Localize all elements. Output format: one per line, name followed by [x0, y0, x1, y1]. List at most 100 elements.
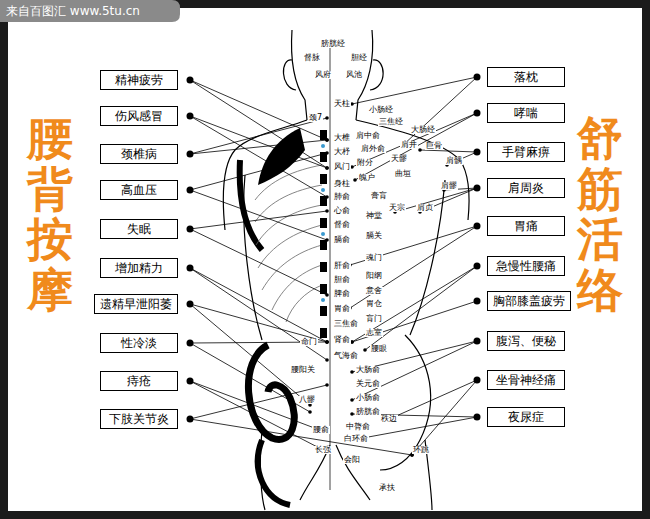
symptom-box: 肩周炎: [487, 178, 565, 198]
acupoint-label: 脾俞: [333, 290, 351, 298]
leader-line: [190, 190, 327, 240]
acupoint-label: 膈关: [365, 232, 383, 240]
symptom-text: 伤风感冒: [115, 110, 163, 122]
leader-line: [402, 77, 477, 146]
symptom-box: 伤风感冒: [100, 106, 178, 126]
symptom-text: 失眠: [127, 223, 151, 235]
symptom-box: 增加精力: [100, 258, 178, 278]
symptom-text: 高血压: [121, 184, 157, 196]
acupoint-label: 魂门: [365, 254, 383, 262]
meridian-label: 胆经: [350, 54, 368, 62]
acupoint-label: 肝俞: [333, 262, 351, 270]
symptom-text: 颈椎病: [121, 148, 157, 160]
acupoint-label: 腰阳关: [290, 366, 316, 374]
acupoint-dot: [325, 151, 329, 155]
leader-line: [190, 116, 327, 197]
symptom-text: 夜尿症: [508, 411, 544, 423]
acupoint-dot: [363, 348, 367, 352]
leader-line: [190, 140, 327, 154]
symptom-text: 遗精早泄阳萎: [100, 298, 172, 310]
leader-line: [190, 419, 412, 455]
acupoint-dot: [325, 340, 329, 344]
acupoint-label: 八髎: [298, 396, 316, 404]
rib: [256, 205, 322, 245]
acupoint-label: 肺俞: [333, 193, 351, 201]
vertical-title: 舒筋活络: [577, 113, 623, 315]
acupoint-dot: [308, 410, 312, 414]
leader-line: [355, 113, 477, 180]
meridian-label: 膀胱经: [320, 40, 346, 48]
acupoint-label: 肩井: [400, 141, 418, 149]
acupoint-label: 肩中俞: [355, 132, 381, 140]
acupoint-label: 大椎: [333, 134, 351, 142]
symptom-box: 手臂麻痹: [487, 142, 565, 162]
acupoint-dot: [325, 383, 329, 387]
symptom-box: 痔疮: [100, 371, 178, 391]
leader-line: [395, 188, 477, 212]
symptom-text: 哮喘: [514, 107, 538, 119]
symptom-text: 肩周炎: [508, 182, 544, 194]
acupoint-label: 阳纲: [365, 272, 383, 280]
leader-dot: [474, 223, 481, 230]
acupoint-label: 附分: [356, 159, 374, 167]
leader-line: [190, 80, 327, 140]
leader-line: [190, 116, 327, 168]
acupoint-label: 承扶: [378, 484, 396, 492]
leader-line: [190, 304, 327, 342]
symptom-box: 胃痛: [487, 216, 565, 236]
acupoint-label: 三焦俞: [333, 320, 359, 328]
acupoint-label: 腰俞: [312, 426, 330, 434]
leader-dot: [187, 340, 194, 347]
symptom-box: 腹泻、便秘: [487, 331, 565, 351]
leader-dot: [474, 414, 481, 421]
acupoint-label: 环跳: [412, 446, 430, 454]
vertebra-marker: [321, 188, 325, 192]
acupoint-dot: [353, 178, 357, 182]
leader-dot: [474, 298, 481, 305]
vertebra: [320, 218, 327, 228]
vertebra-marker: [321, 144, 325, 148]
symptom-text: 急慢性腰痛: [496, 260, 556, 272]
watermark-bar: [0, 0, 180, 22]
acupoint-label: 胃俞: [333, 305, 351, 313]
leader-line: [350, 226, 477, 308]
symptom-box: 高血压: [100, 180, 178, 200]
leader-dot: [187, 226, 194, 233]
symptom-box: 精神疲劳: [100, 70, 178, 90]
acupoint-dot: [325, 195, 329, 199]
acupoint-dot: [350, 398, 354, 402]
leader-dot: [474, 149, 481, 156]
acupoint-label: 胆俞: [333, 276, 351, 284]
symptom-box: 夜尿症: [487, 407, 565, 427]
acupoint-label: 天髎: [390, 155, 408, 163]
acupoint-label: 长强: [314, 446, 332, 454]
acupoint-dot: [325, 166, 329, 170]
leader-line: [352, 266, 477, 342]
leader-line: [352, 77, 477, 104]
vertebra: [320, 262, 327, 272]
spine-line: [330, 40, 331, 490]
symptom-text: 下肢关节炎: [109, 413, 169, 425]
acupoint-label: 志室: [365, 329, 383, 337]
acupoint-dot: [325, 138, 329, 142]
leader-dot: [187, 113, 194, 120]
acupoint-label: 白环俞: [343, 435, 369, 443]
symptom-text: 腹泻、便秘: [496, 335, 556, 347]
acupoint-label: 肩贞: [416, 204, 434, 212]
vertebra: [320, 240, 327, 250]
symptom-box: 哮喘: [487, 103, 565, 123]
watermark: 来自百图汇 www.5tu.cn: [6, 5, 140, 17]
acupoint-dot: [325, 166, 329, 170]
acupoint-label: 肩髃: [445, 157, 463, 165]
acupoint-label: 肓门: [365, 315, 383, 323]
acupoint-label: 命门: [300, 338, 318, 346]
canvas: [8, 8, 642, 511]
leader-line: [190, 343, 310, 412]
leader-dot: [474, 377, 481, 384]
ear: [283, 60, 296, 90]
acupoint-dot: [350, 412, 354, 416]
symptom-text: 性冷淡: [121, 337, 157, 349]
leader-dot: [474, 74, 481, 81]
acupoint-label: 心俞: [333, 207, 351, 215]
scapula-shape: [258, 128, 305, 185]
